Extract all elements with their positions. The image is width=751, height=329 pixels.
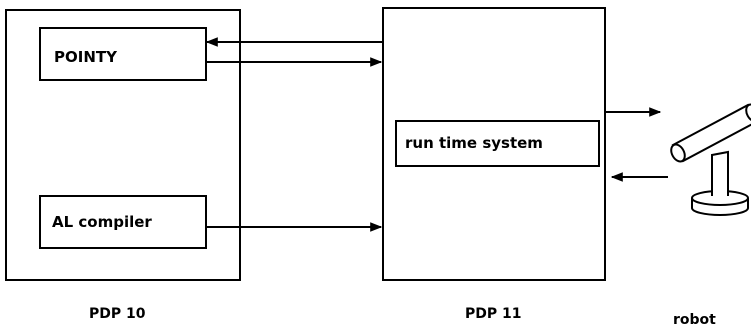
robot-label: robot <box>673 312 716 328</box>
robot-icon <box>668 102 751 215</box>
pointy-label: POINTY <box>54 48 118 66</box>
runtime-label: run time system <box>405 134 543 152</box>
pdp11-label: PDP 11 <box>465 306 522 322</box>
pdp10-label: PDP 10 <box>89 306 146 322</box>
al-compiler-label: AL compiler <box>52 213 152 231</box>
